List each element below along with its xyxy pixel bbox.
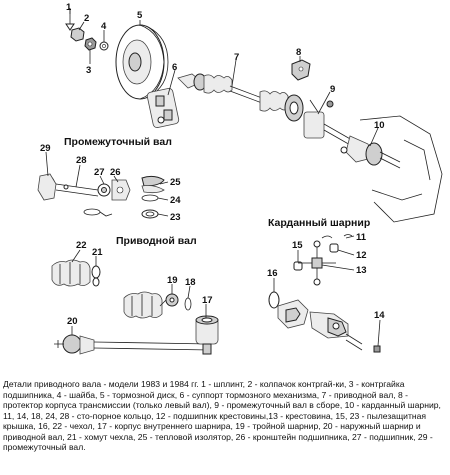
lock-nut-part xyxy=(84,37,97,51)
drive-shaft-7-part xyxy=(177,73,304,122)
callout-9: 9 xyxy=(330,84,335,95)
callout-17: 17 xyxy=(202,295,213,306)
nut-cap-part xyxy=(70,27,85,42)
callout-7: 7 xyxy=(234,52,239,63)
callout-22: 22 xyxy=(76,240,87,251)
callout-5: 5 xyxy=(137,10,143,21)
tripod-joint-19-part xyxy=(159,293,179,307)
dust-cover-15-part xyxy=(268,291,280,309)
transmission-housing-outline xyxy=(359,115,443,223)
cardan-joint-part xyxy=(340,135,401,169)
bearing-27-part xyxy=(97,183,111,197)
exploded-driveshaft-diagram: Промежуточный вал Приводной вал xyxy=(37,2,443,355)
heat-insulator-25-part xyxy=(141,175,165,194)
boot-16-part xyxy=(123,291,163,319)
callout-16: 16 xyxy=(267,268,278,279)
washer-part xyxy=(99,41,109,51)
callout-21: 21 xyxy=(92,247,103,258)
callout-20: 20 xyxy=(67,316,78,327)
snap-ring-24-part xyxy=(141,194,159,202)
callout-leaders xyxy=(45,10,381,347)
callout-23: 23 xyxy=(170,212,181,223)
cardan-yokes-part xyxy=(277,299,363,351)
callout-15: 15 xyxy=(292,240,303,251)
callout-12: 12 xyxy=(356,250,367,261)
callout-6: 6 xyxy=(172,62,177,73)
brake-disc-part xyxy=(115,24,169,100)
transmission-protector-part xyxy=(291,59,311,81)
callout-14: 14 xyxy=(374,310,385,321)
outer-joint-drive-shaft-20-part xyxy=(54,334,211,355)
brake-caliper-part xyxy=(146,88,180,128)
callout-2: 2 xyxy=(84,13,89,24)
callout-26: 26 xyxy=(110,167,121,178)
callout-8: 8 xyxy=(296,47,301,58)
snap-ring-14-part xyxy=(373,345,381,353)
figure-caption: Детали приводного вала - модели 1983 и 1… xyxy=(3,379,441,452)
callout-10: 10 xyxy=(374,120,385,131)
callout-18: 18 xyxy=(185,277,196,288)
boot-clamp-21-part xyxy=(91,265,101,287)
snap-ring-28-part xyxy=(83,208,113,217)
section-label-drive-shaft: Приводной вал xyxy=(116,235,197,247)
callout-11: 11 xyxy=(356,232,367,243)
callout-4: 4 xyxy=(101,21,107,32)
callout-19: 19 xyxy=(167,275,178,286)
intermediate-shaft-assembly-part xyxy=(303,99,353,147)
callout-3: 3 xyxy=(86,65,91,76)
snap-ring-11-part xyxy=(321,234,353,239)
callout-29: 29 xyxy=(40,143,51,154)
callout-24: 24 xyxy=(170,195,181,206)
callout-27: 27 xyxy=(94,167,105,178)
section-label-intermediate-shaft: Промежуточный вал xyxy=(64,136,172,148)
dust-cover-23-part xyxy=(141,209,159,219)
callout-28: 28 xyxy=(76,155,87,166)
callout-13: 13 xyxy=(356,265,367,276)
callout-25: 25 xyxy=(170,177,181,188)
section-label-cardan-joint: Карданный шарнир xyxy=(268,217,370,229)
intermediate-shaft-29-part xyxy=(37,173,99,201)
cross-spider-13-part xyxy=(298,240,336,286)
boot-22-part xyxy=(51,259,91,287)
inner-joint-housing-17-part xyxy=(195,315,219,355)
bearing-bracket-26-part xyxy=(111,179,131,201)
snap-ring-18-part xyxy=(184,297,192,311)
callout-1: 1 xyxy=(66,2,72,13)
